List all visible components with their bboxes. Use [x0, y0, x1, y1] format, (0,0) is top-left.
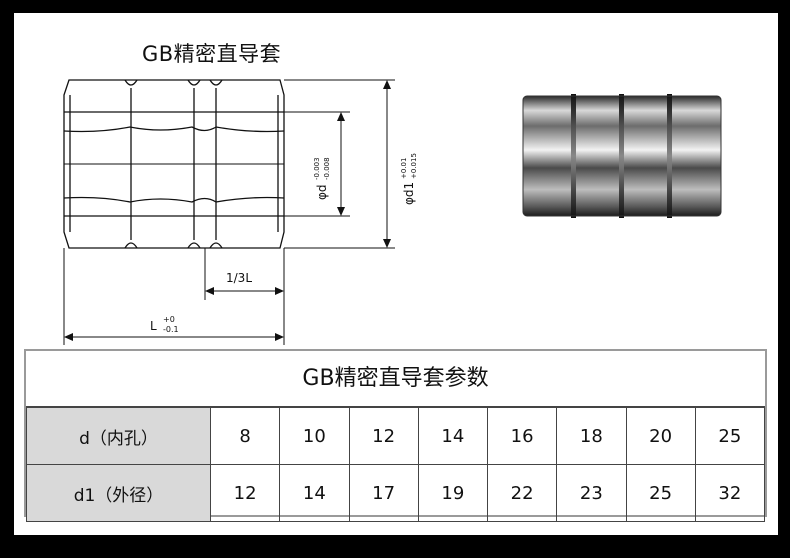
table-cell: 22 [486, 464, 558, 522]
table-cell: 25 [694, 406, 766, 465]
table-cell: 17 [348, 464, 419, 522]
dim-length-tol-lower: -0.1 [163, 325, 179, 334]
svg-text:-0.008: -0.008 [323, 157, 331, 180]
table-title: GB精密直导套参数 [302, 366, 489, 391]
table-cell: 14 [279, 464, 350, 522]
table-cell: 10 [279, 406, 350, 465]
parameter-table: GB精密直导套参数 d（内孔） 8 10 12 14 16 18 20 25 d… [24, 349, 767, 522]
svg-text:+0.015: +0.015 [410, 153, 418, 179]
table-cell: 20 [625, 406, 696, 465]
table-cell: 18 [556, 406, 627, 465]
table-cell: 8 [209, 406, 281, 465]
svg-text:φd: φd [315, 184, 329, 200]
drawing-title: GB精密直导套 [142, 42, 282, 66]
table-cell: 14 [417, 406, 489, 465]
svg-text:-0.003: -0.003 [313, 157, 321, 180]
table-row: d1（外径） 12 14 17 19 22 23 25 32 [26, 464, 766, 522]
dim-length-label: L [150, 319, 157, 333]
table-row: d（内孔） 8 10 12 14 16 18 20 25 [26, 406, 766, 465]
table-cell: 25 [625, 464, 696, 522]
table-cell: 19 [417, 464, 489, 522]
row-label-inner: d（内孔） [26, 406, 211, 465]
bushing-outline [63, 79, 285, 249]
product-photo [522, 94, 722, 218]
table-cell: 32 [694, 464, 766, 522]
dim-inner-label: φd -0.003 -0.008 [313, 157, 331, 200]
svg-text:+0.01: +0.01 [400, 158, 408, 179]
row-label-outer: d1（外径） [26, 464, 211, 522]
dim-outer-label: φd1 +0.01 +0.015 [400, 153, 418, 205]
dim-length-tol-upper: +0 [163, 315, 175, 324]
table-cell: 12 [348, 406, 419, 465]
dim-groove-label: 1/3L [226, 271, 252, 285]
table-cell: 16 [486, 406, 558, 465]
table-cell: 12 [209, 464, 281, 522]
svg-text:φd1: φd1 [402, 182, 416, 205]
table-cell: 23 [556, 464, 627, 522]
